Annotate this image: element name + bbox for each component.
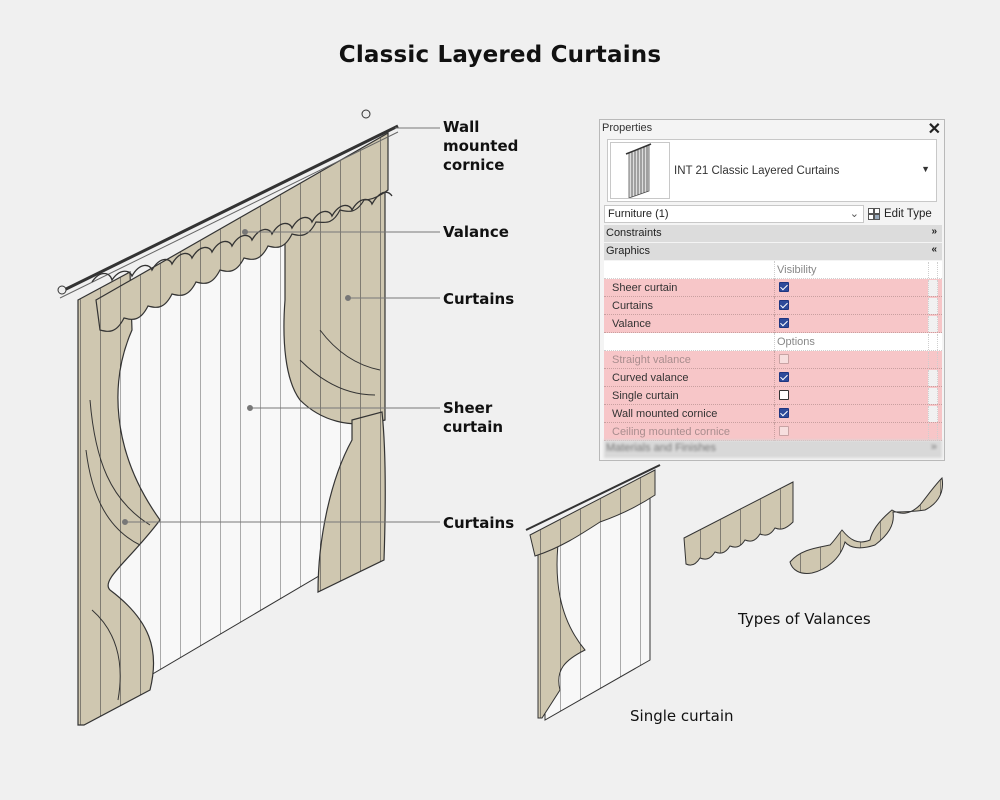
wall-mounted-cornice-checkbox[interactable]	[779, 408, 789, 418]
property-row-curved-valance: Curved valance	[604, 369, 942, 387]
ceiling-mounted-cornice-checkbox[interactable]	[779, 426, 789, 436]
callout-wall-mounted-cornice: Wall mounted cornice	[443, 118, 518, 175]
property-name: Wall mounted cornice	[612, 408, 718, 420]
property-row-single-curtain: Single curtain	[604, 387, 942, 405]
callout-valance: Valance	[443, 223, 509, 241]
straight-valance-checkbox[interactable]	[779, 354, 789, 364]
section-constraints[interactable]: Constraints »	[604, 225, 942, 242]
straight-valance-illustration	[683, 481, 794, 566]
expand-icon: »	[931, 226, 937, 237]
cornice-rod	[59, 124, 399, 294]
callout-line: Sheer	[443, 399, 493, 417]
property-name: Valance	[612, 318, 651, 330]
type-name: INT 21 Classic Layered Curtains	[674, 165, 840, 177]
property-row-curtains: Curtains	[604, 297, 942, 315]
curtains-checkbox[interactable]	[779, 300, 789, 310]
callout-line: mounted	[443, 137, 519, 155]
callout-curtains-bottom: Curtains	[443, 514, 515, 532]
properties-panel: Properties ✕ INT 21 Classic Layered Curt…	[599, 119, 945, 461]
property-name: Ceiling mounted cornice	[612, 426, 731, 438]
valance-checkbox[interactable]	[779, 318, 789, 328]
callout-curtains-top: Curtains	[443, 290, 515, 308]
curved-valance-illustration	[789, 476, 944, 574]
single-curtain-checkbox[interactable]	[779, 390, 789, 400]
property-name: Single curtain	[612, 390, 679, 402]
section-label: Constraints	[606, 227, 662, 239]
right-curtain-lower	[317, 411, 386, 593]
property-row-sheer-curtain: Sheer curtain	[604, 279, 942, 297]
chevron-down-icon: ⌄	[849, 208, 859, 220]
collapse-icon: «	[931, 244, 937, 255]
section-graphics[interactable]: Graphics «	[604, 243, 942, 260]
category-filter-dropdown[interactable]: Furniture (1) ⌄	[604, 205, 864, 223]
properties-grid: Visibility Sheer curtain Curtains Valanc…	[604, 261, 942, 441]
property-row-straight-valance: Straight valance	[604, 351, 942, 369]
section-label: Materials and Finishes	[606, 442, 717, 454]
property-name: Straight valance	[612, 354, 691, 366]
close-icon[interactable]: ✕	[927, 121, 941, 138]
edit-type-label: Edit Type	[884, 208, 932, 220]
property-row-wall-mounted-cornice: Wall mounted cornice	[604, 405, 942, 423]
section-label: Graphics	[606, 245, 651, 257]
edit-type-button[interactable]: Edit Type	[868, 205, 932, 223]
property-name: Curved valance	[612, 372, 689, 384]
caption-single-curtain: Single curtain	[630, 707, 734, 725]
type-selector[interactable]: INT 21 Classic Layered Curtains ▼	[607, 139, 937, 202]
sheer-curtain-checkbox[interactable]	[779, 282, 789, 292]
category-filter-value: Furniture (1)	[608, 208, 669, 220]
callout-line: cornice	[443, 156, 505, 174]
group-label: Options	[777, 336, 815, 348]
group-label: Visibility	[777, 264, 817, 276]
curved-valance-checkbox[interactable]	[779, 372, 789, 382]
callout-line: Wall	[443, 118, 480, 136]
property-name: Sheer curtain	[612, 282, 678, 294]
curtain-thumbnail-icon	[625, 143, 652, 199]
type-thumbnail	[610, 142, 670, 199]
expand-icon: »	[930, 441, 937, 453]
callout-sheer-curtain: Sheer curtain	[443, 399, 503, 437]
properties-title: Properties	[602, 122, 653, 134]
property-name: Curtains	[612, 300, 653, 312]
single-curtain-illustration	[525, 464, 661, 721]
edit-type-icon	[868, 208, 880, 220]
left-curtain	[77, 271, 161, 726]
page-title: Classic Layered Curtains	[338, 42, 662, 68]
valance	[95, 131, 389, 332]
dropdown-arrow-icon[interactable]: ▼	[921, 164, 930, 174]
group-header-options: Options	[604, 333, 942, 351]
section-materials-and-finishes[interactable]: Materials and Finishes »	[604, 440, 942, 458]
property-row-valance: Valance	[604, 315, 942, 333]
caption-types-of-valances: Types of Valances	[738, 610, 871, 628]
group-header-visibility: Visibility	[604, 261, 942, 279]
property-row-ceiling-mounted-cornice: Ceiling mounted cornice	[604, 423, 942, 441]
callout-line: curtain	[443, 418, 504, 436]
